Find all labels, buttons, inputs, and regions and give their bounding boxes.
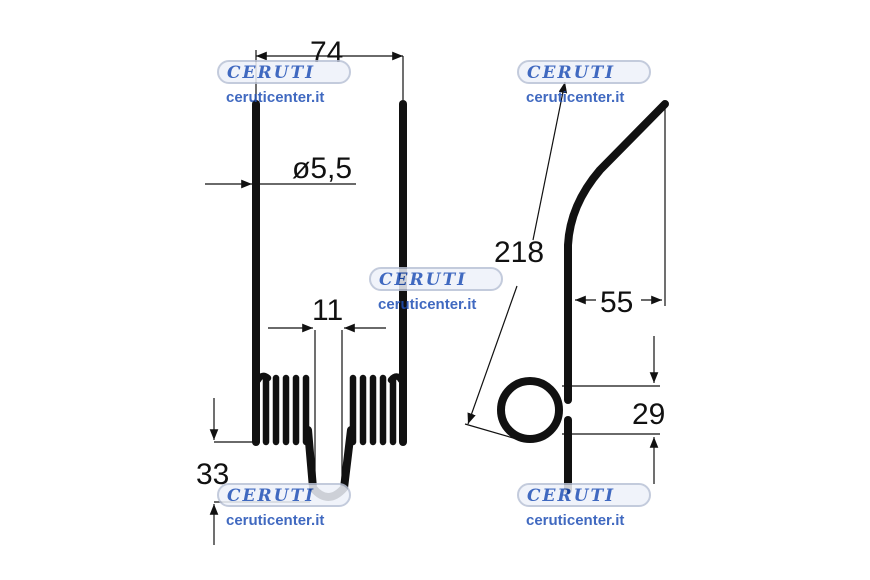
dim-total-length: 218	[494, 236, 544, 269]
right-coil	[349, 373, 405, 446]
watermark-url: ceruticenter.it	[526, 89, 624, 106]
watermark-logo: CERUTI	[527, 486, 615, 506]
left-coil	[254, 372, 310, 446]
front-view: 74 ø5,5 11 33	[196, 36, 407, 545]
side-tine-wire	[564, 100, 669, 404]
watermark-url: ceruticenter.it	[226, 89, 324, 106]
watermark-logo: CERUTI	[227, 486, 315, 506]
watermark-logo: CERUTI	[227, 63, 315, 83]
watermark-center: CERUTI ceruticenter.it	[369, 267, 503, 313]
coil-eye	[497, 377, 563, 443]
dim-offset: 55	[600, 286, 633, 319]
watermark-bottom-left: CERUTI ceruticenter.it	[217, 483, 351, 529]
watermark-url: ceruticenter.it	[526, 512, 624, 529]
watermark-logo: CERUTI	[527, 63, 615, 83]
dim-coil-gap: 11	[312, 294, 343, 327]
watermark-url: ceruticenter.it	[378, 296, 476, 313]
watermark-logo: CERUTI	[379, 270, 467, 290]
watermark-bottom-right: CERUTI ceruticenter.it	[517, 483, 651, 529]
dim-eye-height: 29	[632, 398, 665, 431]
dim-wire-diameter: ø5,5	[292, 152, 352, 185]
side-view: 218 55 29	[464, 81, 669, 494]
watermark-url: ceruticenter.it	[226, 512, 324, 529]
watermark-top-left: CERUTI ceruticenter.it	[217, 60, 351, 106]
watermark-top-right: CERUTI ceruticenter.it	[517, 60, 651, 106]
